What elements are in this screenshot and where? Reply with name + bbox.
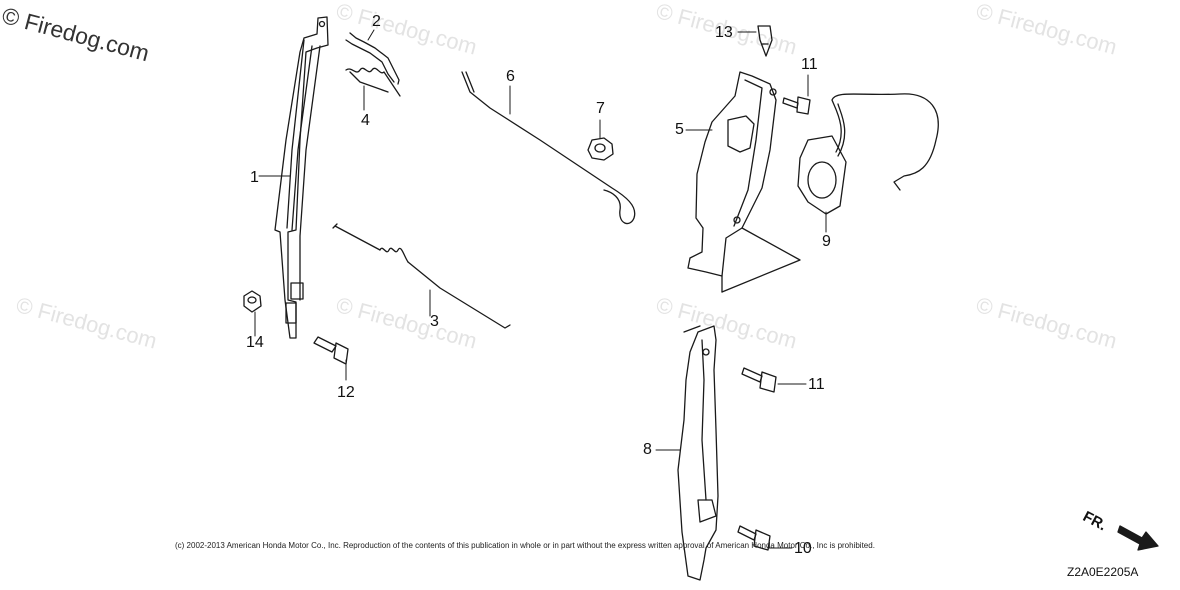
callout-9: 9 [822, 233, 831, 250]
callout-8: 8 [643, 441, 652, 458]
part-11-bolt-upper [782, 96, 811, 115]
part-9-switch [797, 93, 939, 215]
part-12-bolt [313, 336, 349, 365]
part-3-cable [332, 223, 511, 329]
front-direction-arrow-icon [1117, 525, 1159, 551]
callout-7: 7 [596, 100, 605, 117]
part-8-panel [677, 325, 719, 581]
part-13-clip [757, 25, 773, 57]
callout-4: 4 [361, 112, 370, 129]
part-7-nut [587, 137, 614, 161]
part-14-nut [243, 290, 262, 313]
copyright-notice: (c) 2002-2013 American Honda Motor Co., … [175, 541, 875, 550]
callout-13: 13 [715, 24, 733, 41]
callout-6: 6 [506, 68, 515, 85]
part-4-spring [345, 67, 401, 97]
part-6-rod [461, 71, 636, 225]
callout-3: 3 [430, 313, 439, 330]
part-10-bolt [737, 525, 771, 551]
part-11-bolt-lower [741, 367, 777, 393]
callout-14: 14 [246, 334, 264, 351]
diagram-code: Z2A0E2205A [1067, 565, 1139, 579]
part-2-clip [345, 32, 400, 85]
callout-12: 12 [337, 384, 355, 401]
part-5-panel [687, 71, 801, 293]
callout-11-upper: 11 [801, 56, 818, 73]
part-1-bracket [274, 16, 329, 339]
callout-10: 10 [794, 540, 812, 557]
callout-11-lower: 11 [808, 376, 825, 393]
leader-lines [254, 29, 827, 549]
callout-5: 5 [675, 121, 684, 138]
callout-1: 1 [250, 169, 259, 186]
callout-2: 2 [372, 13, 381, 30]
